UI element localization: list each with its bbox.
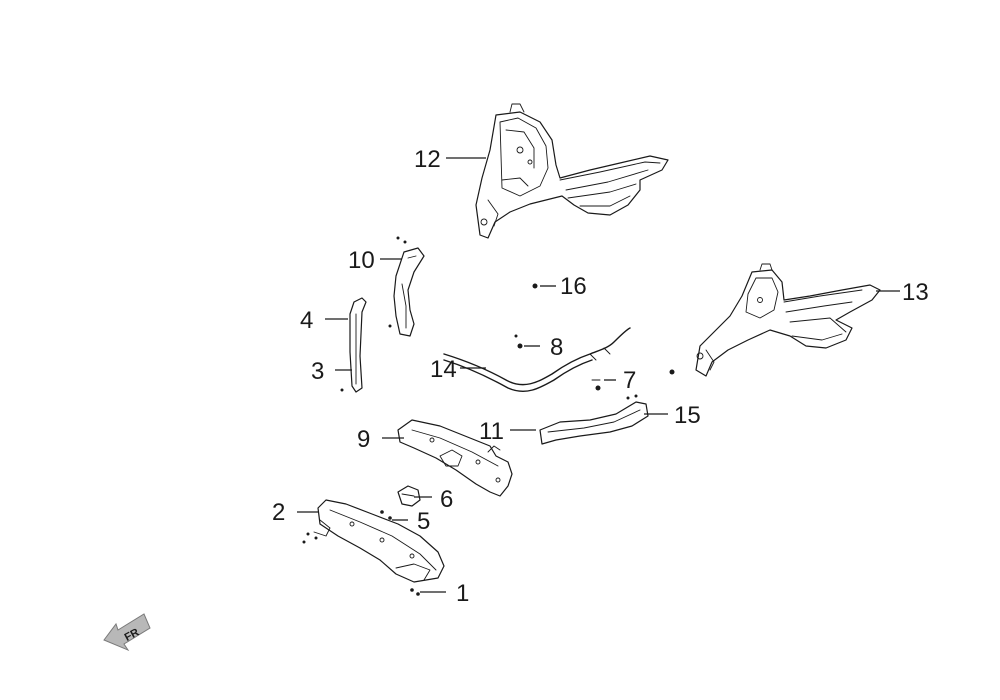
part-13-right-front-side-member [695,263,881,377]
part-7-clip [591,369,675,391]
leader-lines [297,157,900,593]
part-6-latch-bracket [397,485,421,507]
part-11-15-rail-extension [539,394,649,445]
part-3-4-pillar-strip [340,297,367,393]
callout-11: 11 [479,418,504,445]
callout-6: 6 [440,486,453,513]
callout-15: 15 [674,402,701,429]
callout-1: 1 [456,580,469,607]
part-2-front-lower-crossmember [302,499,445,583]
part-5-clips [380,510,392,520]
callout-10: 10 [348,247,375,274]
part-16-bolt [532,283,538,289]
callout-8: 8 [550,334,563,361]
front-direction-arrow: FR [103,613,151,652]
part-8-bolt [514,334,523,349]
part-1-bolts [410,588,420,596]
callout-9: 9 [357,426,370,453]
fr-arrow-icon [103,613,151,652]
callout-5: 5 [417,508,430,535]
callout-labels: 12 13 10 16 4 8 3 14 7 15 11 9 6 2 5 1 [272,146,929,607]
callout-2: 2 [272,499,285,526]
callout-7: 7 [623,367,636,394]
part-12-left-front-side-member [475,103,669,239]
part-9-upper-radiator-support [397,419,513,497]
callout-13: 13 [902,279,929,306]
part-14-wire-harness [443,327,631,392]
callout-4: 4 [300,307,313,334]
callout-3: 3 [311,358,324,385]
callout-14: 14 [430,356,457,383]
callout-16: 16 [560,273,587,300]
callout-12: 12 [414,146,441,173]
part-10-upper-bracket [388,236,425,337]
